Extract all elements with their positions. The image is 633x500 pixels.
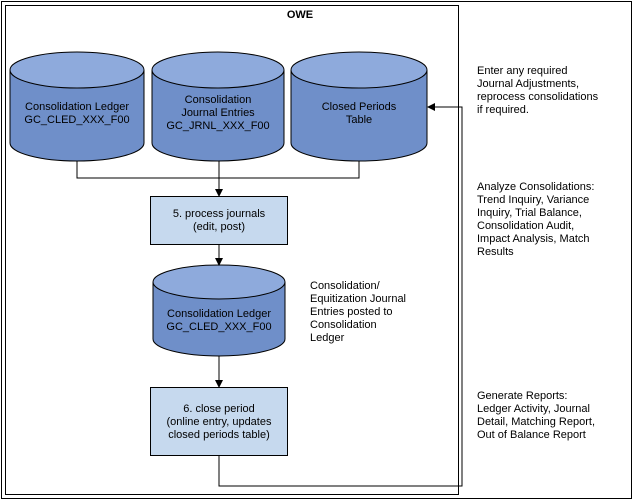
feedback-loop-arrow	[218, 103, 463, 487]
label-process-journals: 5. process journals (edit, post)	[172, 208, 266, 233]
label-consolidation-ledger-bottom: Consolidation Ledger GC_CLED_XXX_F00	[166, 308, 272, 333]
note-journal-entries-posted: Consolidation/ Equitization Journal Entr…	[310, 280, 407, 344]
cylinder-closed-periods-table	[290, 51, 428, 162]
note-generate-reports: Generate Reports: Ledger Activity, Journ…	[477, 390, 595, 441]
note-analyze-consolidations: Analyze Consolidations: Trend Inquiry, V…	[477, 181, 595, 258]
note-enter-adjustments: Enter any required Journal Adjustments, …	[477, 65, 599, 116]
cylinder-consolidation-journal-entries	[151, 51, 285, 162]
process-box-process-journals	[150, 196, 288, 245]
cylinder-consolidation-ledger-bottom	[152, 264, 286, 357]
owe-container	[5, 5, 459, 495]
label-consolidation-ledger-top: Consolidation Ledger GC_CLED_XXX_F00	[24, 101, 130, 126]
label-consolidation-journal-entries: Consolidation Journal Entries GC_JRNL_XX…	[166, 94, 270, 132]
connector-top-cylinders	[76, 161, 360, 179]
diagram-title: OWE	[286, 9, 314, 21]
cylinder-consolidation-ledger-top	[9, 51, 145, 162]
label-close-period: 6. close period (online entry, updates c…	[166, 403, 272, 441]
label-closed-periods-table: Closed Periods Table	[321, 101, 397, 126]
